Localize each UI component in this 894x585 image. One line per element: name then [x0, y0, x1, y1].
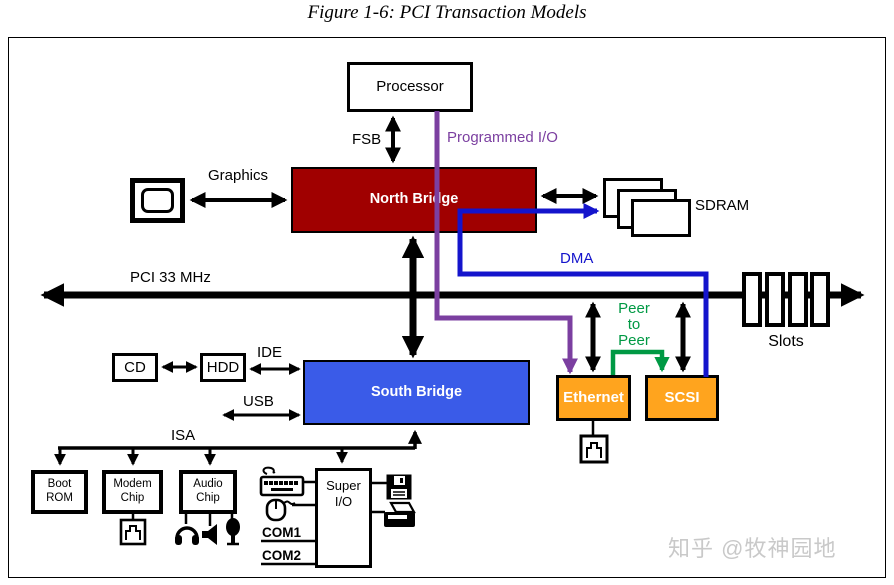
headphones-icon: [175, 526, 199, 545]
cd-label: CD: [124, 358, 146, 376]
isa-label: ISA: [171, 427, 196, 444]
usb-label: USB: [243, 393, 274, 410]
peer-label-line3: Peer: [618, 332, 650, 349]
audio-label-line2: Chip: [196, 492, 220, 504]
ethernet-box: Ethernet: [556, 375, 631, 421]
audio-chip-box: Audio Chip: [179, 470, 237, 514]
modem-label-line2: Chip: [120, 492, 145, 504]
cd-box: CD: [112, 353, 158, 382]
pci-slot: [810, 272, 830, 327]
rj11-jack-icon: [119, 518, 147, 546]
hdd-label: HDD: [206, 358, 240, 376]
super-io-label-line1: Super: [326, 478, 361, 493]
north-bridge-box: North Bridge: [291, 167, 537, 233]
sdram-label: SDRAM: [695, 197, 750, 214]
printer-icon: [384, 501, 416, 527]
slots-label: Slots: [768, 333, 804, 350]
ethernet-label: Ethernet: [563, 389, 624, 406]
scsi-label: SCSI: [664, 389, 700, 406]
processor-label: Processor: [376, 78, 444, 95]
super-io-label-line2: I/O: [334, 493, 353, 509]
ide-label: IDE: [257, 344, 283, 361]
pci-bus-label: PCI 33 MHz: [130, 269, 211, 286]
peer-label-line2: to: [627, 316, 641, 333]
rj45-jack-icon: [579, 434, 609, 464]
pci-slot: [742, 272, 762, 327]
fsb-label: FSB: [352, 131, 382, 148]
speaker-icon: [202, 524, 217, 545]
sdram-chip-front: [631, 199, 691, 237]
figure-title: Figure 1-6: PCI Transaction Models: [307, 2, 587, 23]
microphone-icon: [226, 518, 240, 546]
com1-label: COM1: [262, 525, 302, 540]
pci-slot: [788, 272, 808, 327]
modem-label-line1: Modem: [113, 478, 152, 491]
audio-label-line1: Audio: [193, 478, 223, 491]
north-bridge-label: North Bridge: [369, 191, 459, 208]
super-io-box: Super I/O: [315, 468, 372, 568]
pci-slot: [765, 272, 785, 327]
monitor-icon: [130, 178, 185, 223]
boot-rom-label-line2: ROM: [46, 492, 73, 504]
boot-rom-box: Boot ROM: [31, 470, 88, 514]
boot-rom-label-line1: Boot: [47, 478, 72, 491]
peer-label-line1: Peer: [618, 300, 650, 317]
floppy-disk-icon: [386, 474, 412, 500]
com2-label: COM2: [262, 548, 302, 563]
keyboard-icon: [259, 466, 305, 497]
monitor-screen: [141, 188, 174, 213]
south-bridge-box: South Bridge: [303, 360, 530, 425]
south-bridge-label: South Bridge: [370, 383, 463, 400]
scsi-box: SCSI: [645, 375, 719, 421]
modem-chip-box: Modem Chip: [102, 470, 163, 514]
dma-label: DMA: [560, 250, 594, 267]
processor-box: Processor: [347, 62, 473, 112]
watermark: 知乎 @牧神园地: [668, 536, 837, 561]
hdd-box: HDD: [200, 353, 246, 382]
programmed-io-label: Programmed I/O: [447, 129, 558, 146]
graphics-label: Graphics: [207, 167, 269, 184]
mouse-icon: [265, 498, 296, 522]
peer-to-peer-label: Peer to Peer: [600, 301, 668, 349]
diagram-frame: [8, 37, 886, 578]
